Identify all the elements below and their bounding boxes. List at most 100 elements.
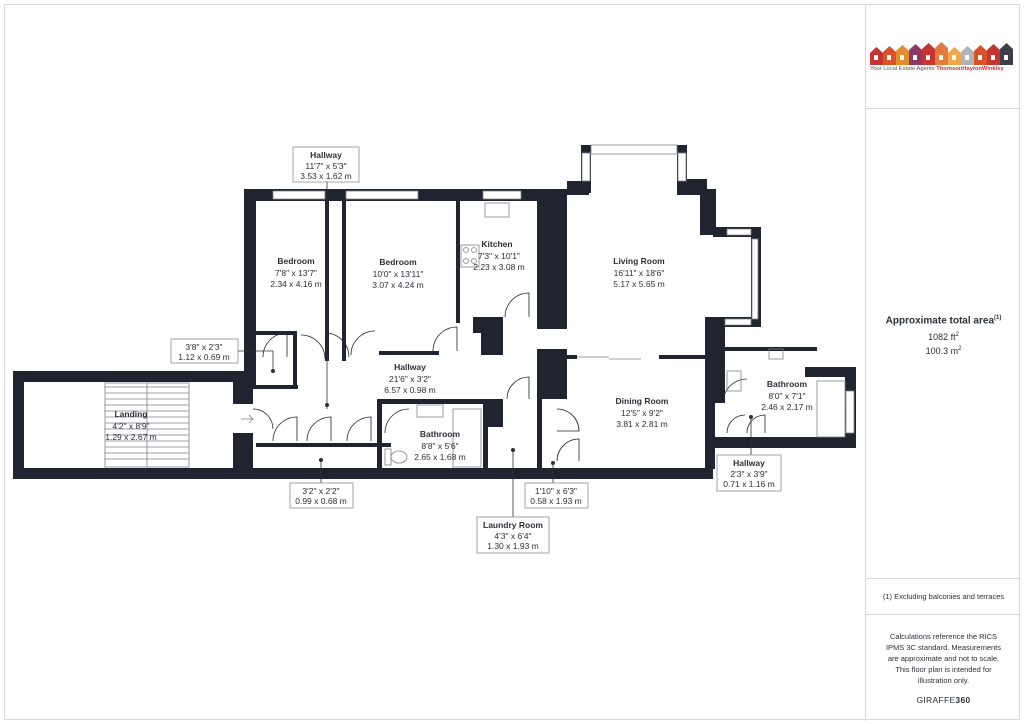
room-label-kitchen: Kitchen 7'3" x 10'1" 2.23 x 3.08 m — [473, 239, 525, 272]
info-sidebar: Your Local Estate Agents ThomsonHaytonWi… — [865, 5, 1021, 721]
callout-size-metric: 0.58 x 1.93 m — [530, 496, 582, 506]
house-shape — [935, 42, 948, 65]
callout-cupboard-bottom: 3'2" x 2'2" 0.99 x 0.68 m — [289, 458, 354, 509]
room-size-imperial: 8'0" x 7'1" — [768, 391, 805, 401]
callout-laundry-room: Laundry Room 4'3" x 6'4" 1.30 x 1.93 m — [476, 448, 550, 554]
callout-hallway-right: Hallway 2'3" x 3'9" 0.71 x 1.16 m — [716, 415, 782, 492]
room-size-metric: 1.29 x 2.67 m — [105, 432, 157, 442]
room-size-metric: 2.23 x 3.08 m — [473, 262, 525, 272]
brand-text: ThomsonHaytonWinkley — [936, 66, 1004, 72]
room-name: Hallway — [394, 362, 426, 372]
giraffe360-logo: GIRAFFE360 — [866, 695, 1021, 705]
room-size-metric: 2.65 x 1.68 m — [414, 452, 466, 462]
callout-name: Laundry Room — [483, 520, 543, 530]
room-size-metric: 2.34 x 4.16 m — [270, 279, 322, 289]
room-size-imperial: 7'3" x 10'1" — [478, 251, 520, 261]
house-window — [939, 55, 943, 60]
room-size-metric: 5.17 x 5.65 m — [613, 279, 665, 289]
exclusion-note-section: (1) Excluding balconies and terraces — [866, 579, 1021, 615]
giraffe-text: GIRAFFE — [916, 695, 956, 705]
room-name: Bathroom — [420, 429, 461, 439]
floor-plan-sheet: Bedroom 7'8" x 13'7" 2.34 x 4.16 m Bedro… — [4, 4, 1021, 721]
area-title-text: Approximate total area — [885, 315, 995, 327]
fixtures — [104, 202, 846, 468]
room-name: Living Room — [613, 256, 665, 266]
room-label-bedroom-1: Bedroom 7'8" x 13'7" 2.34 x 4.16 m — [270, 256, 322, 289]
house-window — [965, 55, 969, 60]
houses-logo-icon — [870, 42, 1013, 65]
room-label-bathroom-2: Bathroom 8'0" x 7'1" 2.46 x 2.17 m — [761, 379, 813, 412]
area-sqm-value: 100.3 m — [925, 346, 959, 356]
area-sqm: 100.3 m2 — [866, 346, 1021, 356]
floor-plan: Bedroom 7'8" x 13'7" 2.34 x 4.16 m Bedro… — [13, 144, 856, 554]
callout-size-metric: 0.71 x 1.16 m — [723, 479, 775, 489]
room-label-landing: Landing 4'2" x 8'9" 1.29 x 2.67 m — [105, 409, 157, 442]
callout-store: 1'10" x 6'3" 0.58 x 1.93 m — [524, 461, 589, 509]
house-shape — [987, 44, 1000, 65]
callout-name: Hallway — [733, 458, 765, 468]
room-size-metric: 3.81 x 2.81 m — [616, 419, 668, 429]
callout-size-imperial: 3'2" x 2'2" — [302, 486, 339, 496]
house-shape — [909, 44, 922, 65]
giraffe-number: 360 — [955, 695, 971, 705]
area-sqm-unit: 2 — [958, 346, 962, 352]
room-size-imperial: 12'5" x 9'2" — [621, 408, 663, 418]
callout-size-metric: 0.99 x 0.68 m — [295, 496, 347, 506]
callout-size-metric: 3.53 x 1.62 m — [300, 171, 352, 181]
room-size-metric: 3.07 x 4.24 m — [372, 280, 424, 290]
area-sqft: 1082 ft2 — [866, 332, 1021, 342]
house-window — [952, 55, 956, 60]
room-label-bedroom-2: Bedroom 10'0" x 13'11" 3.07 x 4.24 m — [372, 257, 424, 290]
room-label-hallway: Hallway 21'6" x 3'2" 6.57 x 0.98 m — [384, 362, 436, 395]
area-title: Approximate total area(1) — [866, 315, 1021, 326]
room-size-imperial: 16'11" x 18'6" — [614, 268, 665, 278]
windows — [272, 144, 855, 434]
callout-size-metric: 1.12 x 0.69 m — [178, 352, 230, 362]
callout-hallway-top: Hallway 11'7" x 5'3" 3.53 x 1.62 m — [292, 146, 360, 409]
room-size-imperial: 10'0" x 13'11" — [373, 269, 424, 279]
room-name: Dining Room — [616, 396, 669, 406]
calculation-note: Calculations reference the RICS IPMS 3C … — [885, 632, 1002, 685]
callout-size-imperial: 1'10" x 6'3" — [535, 486, 577, 496]
house-window — [913, 55, 917, 60]
exclusion-note: (1) Excluding balconies and terraces — [882, 592, 1005, 601]
area-sqft-value: 1082 ft — [928, 332, 956, 342]
house-shape — [1000, 43, 1013, 65]
callout-size-imperial: 11'7" x 5'3" — [305, 161, 346, 171]
logo-tagline: Your Local Estate Agents ThomsonHaytonWi… — [870, 66, 1020, 72]
callout-size-imperial: 3'8" x 2'3" — [185, 342, 222, 352]
calculation-note-section: Calculations reference the RICS IPMS 3C … — [866, 615, 1021, 721]
room-name: Bedroom — [379, 257, 417, 267]
doors — [252, 292, 766, 462]
house-window — [900, 55, 904, 60]
house-window — [887, 55, 891, 60]
room-name: Bathroom — [767, 379, 808, 389]
callout-size-metric: 1.30 x 1.93 m — [487, 541, 539, 551]
house-window — [926, 55, 930, 60]
house-shape — [922, 43, 935, 65]
room-size-imperial: 21'6" x 3'2" — [389, 374, 431, 384]
callout-size-imperial: 2'3" x 3'9" — [730, 469, 767, 479]
house-window — [978, 55, 982, 60]
total-area-section: Approximate total area(1) 1082 ft2 100.3… — [866, 109, 1021, 579]
house-window — [991, 55, 995, 60]
room-name: Kitchen — [481, 239, 512, 249]
area-note-mark: (1) — [994, 315, 1002, 321]
room-size-metric: 2.46 x 2.17 m — [761, 402, 813, 412]
room-size-metric: 6.57 x 0.98 m — [384, 385, 436, 395]
room-size-imperial: 4'2" x 8'9" — [112, 421, 149, 431]
tagline-text: Your Local Estate Agents — [870, 66, 935, 72]
house-window — [874, 55, 878, 60]
callout-size-imperial: 4'3" x 6'4" — [494, 531, 531, 541]
room-size-imperial: 8'8" x 5'6" — [421, 441, 458, 451]
room-label-living-room: Living Room 16'11" x 18'6" 5.17 x 5.65 m — [613, 256, 665, 289]
room-name: Bedroom — [277, 256, 315, 266]
area-sqft-unit: 2 — [955, 332, 959, 338]
callout-name: Hallway — [310, 150, 342, 160]
room-label-bathroom-1: Bathroom 8'8" x 5'6" 2.65 x 1.68 m — [414, 429, 466, 462]
room-size-imperial: 7'8" x 13'7" — [275, 268, 317, 278]
house-window — [1004, 55, 1008, 60]
room-name: Landing — [114, 409, 147, 419]
room-label-dining-room: Dining Room 12'5" x 9'2" 3.81 x 2.81 m — [616, 396, 669, 429]
callout-cupboard-left: 3'8" x 2'3" 1.12 x 0.69 m — [170, 338, 275, 373]
